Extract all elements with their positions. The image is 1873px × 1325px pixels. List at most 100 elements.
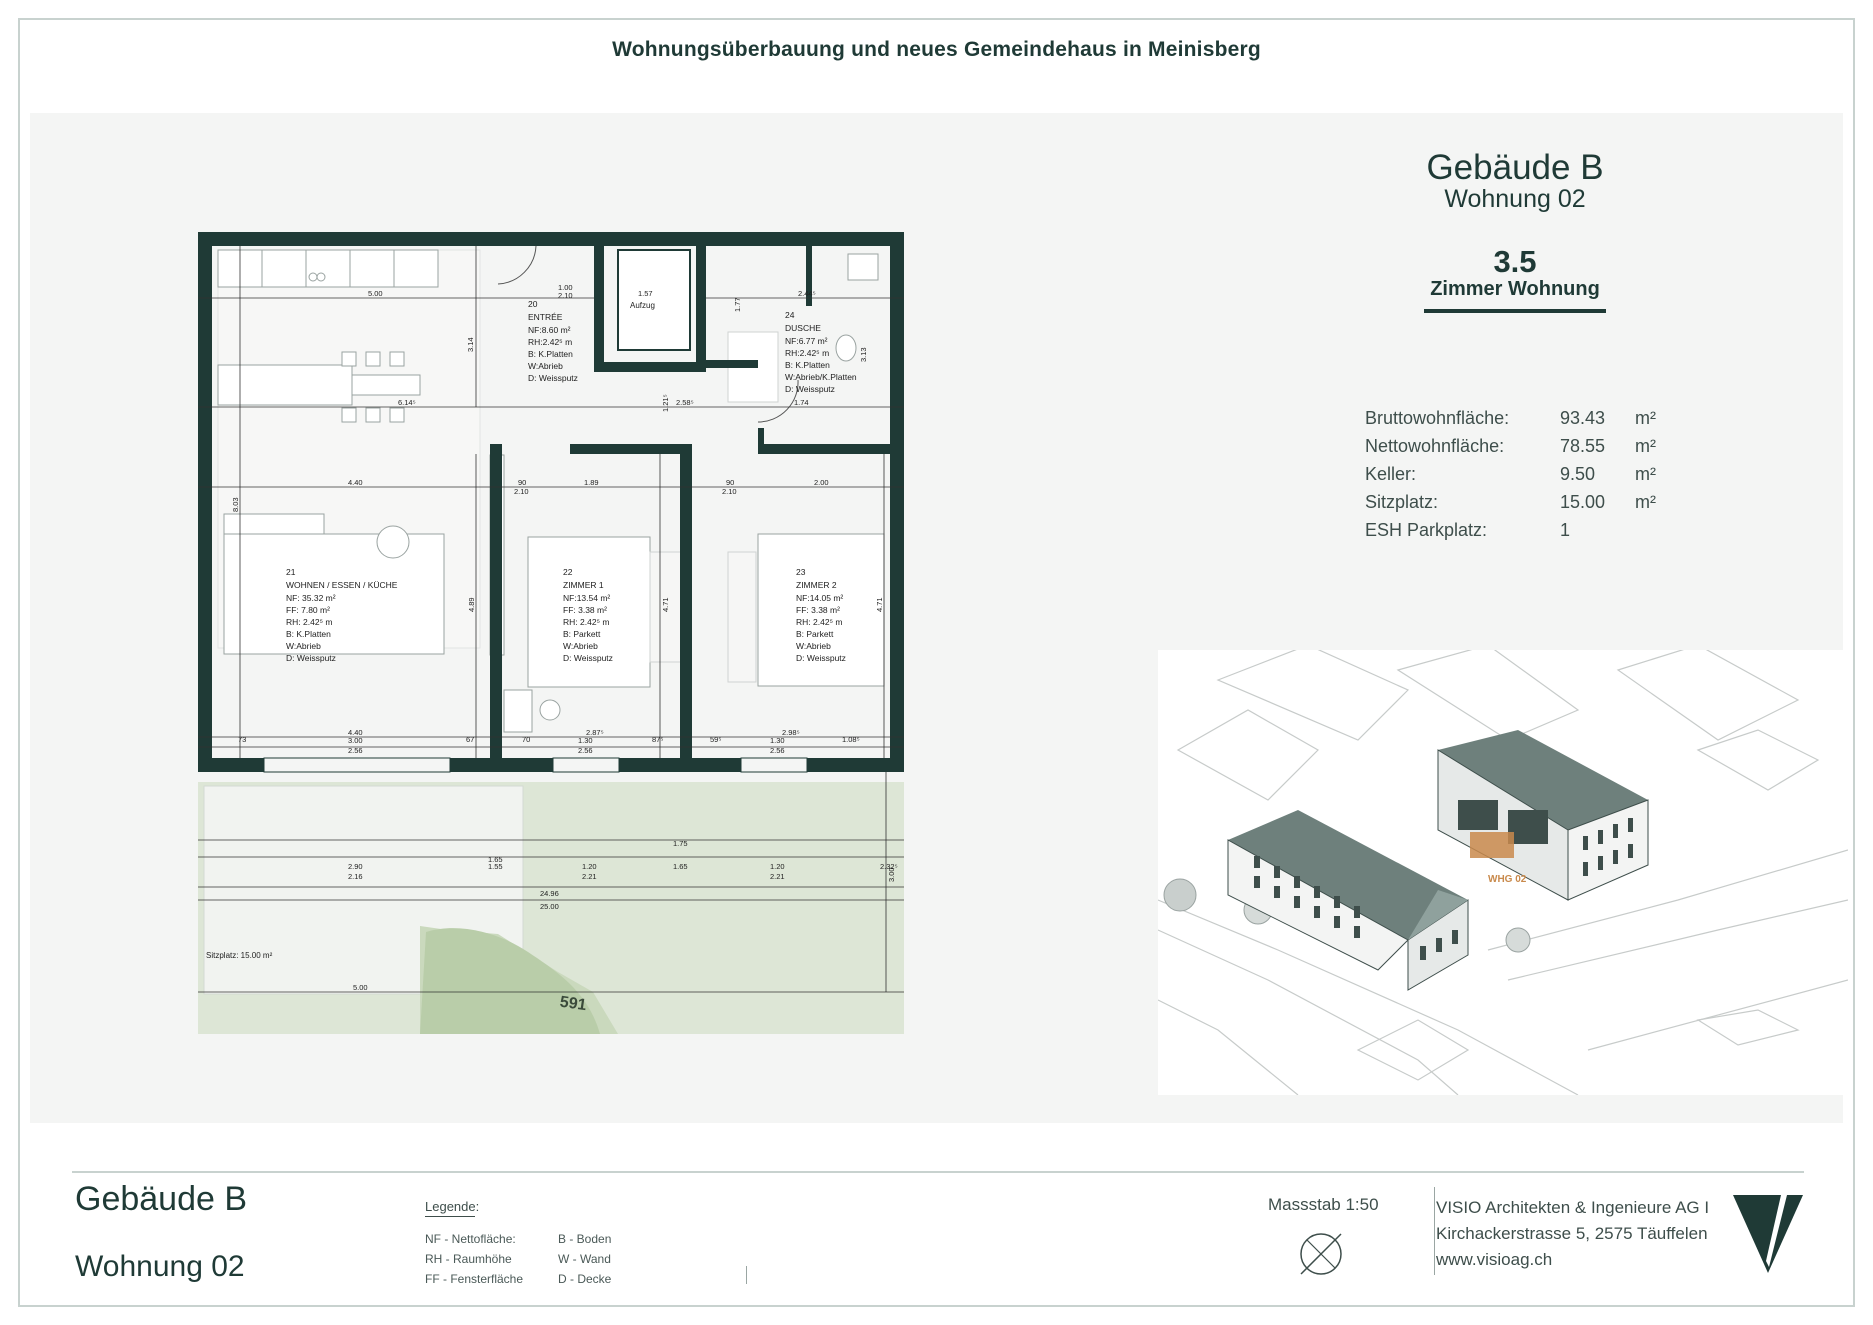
- dim: 3.00: [887, 867, 896, 882]
- dim: 1.30: [770, 736, 785, 745]
- dim: 87⁵: [652, 735, 663, 744]
- room-name: ZIMMER 1: [563, 580, 604, 590]
- dim: 73: [238, 735, 246, 744]
- sitzplatz-label: Sitzplatz: 15.00 m²: [206, 951, 273, 960]
- room-no: 20: [528, 299, 538, 309]
- dim: 1.57: [638, 289, 653, 298]
- dim: 1.77: [733, 297, 742, 312]
- dim: 67: [466, 735, 474, 744]
- dim: 2.21: [770, 872, 785, 881]
- footer-separator: [746, 1266, 747, 1284]
- dim: 1.89: [584, 478, 599, 487]
- bed-2: [757, 533, 885, 687]
- bed-1: [527, 536, 651, 688]
- company-website[interactable]: www.visioag.ch: [1436, 1250, 1553, 1269]
- info-apartment: Wohnung 02: [1444, 185, 1586, 213]
- svg-text:D: Weissputz: D: Weissputz: [563, 653, 613, 663]
- room-no: 23: [796, 567, 806, 577]
- svg-text:NF:14.05 m²: NF:14.05 m²: [796, 593, 843, 603]
- svg-text:W:Abrieb: W:Abrieb: [528, 361, 563, 371]
- room-name: ENTRÉE: [528, 312, 563, 322]
- dim: 2.00: [814, 478, 829, 487]
- dim: 2.32⁵: [880, 862, 898, 871]
- svg-text:RH: 2.42⁵ m: RH: 2.42⁵ m: [286, 617, 333, 627]
- svg-text:W:Abrieb: W:Abrieb: [286, 641, 321, 651]
- context-lines: [1158, 650, 1848, 1095]
- isometric-view: WHG 02: [1158, 650, 1848, 1095]
- dim: 90: [518, 478, 526, 487]
- rooms-number: 3.5: [1493, 244, 1537, 279]
- svg-text:FF: 3.38 m²: FF: 3.38 m²: [796, 605, 840, 615]
- legend-row: NF - Nettofläche:B - Boden: [425, 1232, 612, 1246]
- room-labels: 20 ENTRÉE NF:8.60 m² RH:2.42⁵ m B: K.Pla…: [206, 299, 857, 960]
- north-arrow-icon: [1295, 1228, 1347, 1285]
- dim: 59⁵: [710, 735, 721, 744]
- dim: 3.13: [859, 347, 868, 362]
- svg-text:NF: 35.32 m²: NF: 35.32 m²: [286, 593, 336, 603]
- floor-plan: 5.00 6.14⁵ 4.40 4.40 3.00 2.56 1.57 2.44…: [198, 232, 904, 1034]
- svg-text:RH: 2.42⁵ m: RH: 2.42⁵ m: [796, 617, 843, 627]
- room-name: WOHNEN / ESSEN / KÜCHE: [286, 580, 398, 590]
- svg-text:B: Parkett: B: Parkett: [796, 629, 834, 639]
- dim: 1.20: [770, 862, 785, 871]
- legend: NF - Nettofläche:B - Boden RH - Raumhöhe…: [425, 1232, 705, 1292]
- kitchen-counter: [217, 249, 439, 288]
- page-frame: [18, 18, 1855, 1307]
- svg-text:NF:13.54 m²: NF:13.54 m²: [563, 593, 610, 603]
- building-right: WHG 02: [1437, 730, 1649, 901]
- elevator-label: Aufzug: [630, 301, 655, 310]
- svg-text:RH:2.42⁵ m: RH:2.42⁵ m: [785, 348, 829, 358]
- dim: 1.30: [578, 736, 593, 745]
- dim: 4.40: [348, 478, 363, 487]
- svg-text:FF: 7.80 m²: FF: 7.80 m²: [286, 605, 330, 615]
- footer-building: Gebäude B: [75, 1180, 248, 1218]
- dim: 2.21: [582, 872, 597, 881]
- svg-text:W:Abrieb: W:Abrieb: [563, 641, 598, 651]
- dim: 2.58⁵: [676, 398, 694, 407]
- parcel-number: 591: [559, 994, 588, 1015]
- company-address: Kirchackerstrasse 5, 2575 Täuffelen: [1436, 1224, 1708, 1243]
- fact-row: ESH Parkplatz:1: [1365, 520, 1571, 540]
- dim: 2.56: [578, 746, 593, 755]
- dim: 90: [726, 478, 734, 487]
- dim: 2.87⁵: [586, 728, 604, 737]
- page-title: Wohnungsüberbauung und neues Gemeindehau…: [612, 38, 1261, 61]
- svg-text:D: Weissputz: D: Weissputz: [286, 653, 336, 663]
- dim: 1.65: [673, 862, 688, 871]
- apartment-label: WHG 02: [1488, 874, 1527, 885]
- dim: 1.08⁵: [842, 735, 860, 744]
- rooms-underline: [1424, 309, 1606, 313]
- svg-text:B: Parkett: B: Parkett: [563, 629, 601, 639]
- svg-text:W:Abrieb/K.Platten: W:Abrieb/K.Platten: [785, 372, 857, 382]
- svg-text:RH: 2.42⁵ m: RH: 2.42⁵ m: [563, 617, 610, 627]
- dimension-lines: [198, 246, 904, 993]
- svg-text:B: K.Platten: B: K.Platten: [528, 349, 573, 359]
- dim: 6.14⁵: [398, 398, 416, 407]
- dim: 2.44⁵: [798, 289, 816, 298]
- walls: [198, 232, 904, 772]
- dim: 3.00: [348, 736, 363, 745]
- room-no: 24: [785, 310, 795, 320]
- dim: 25.00: [540, 902, 559, 911]
- visio-v-logo-icon: [1731, 1193, 1805, 1280]
- footer-apartment: Wohnung 02: [75, 1250, 245, 1283]
- dim: 2.98⁵: [782, 728, 800, 737]
- dim: 5.00: [353, 983, 368, 992]
- dim: 1.55: [488, 862, 503, 871]
- company-name: VISIO Architekten & Ingenieure AG I: [1436, 1198, 1710, 1217]
- room-name: DUSCHE: [785, 323, 821, 333]
- dim: 1.74: [794, 398, 809, 407]
- room-name: ZIMMER 2: [796, 580, 837, 590]
- svg-text:D: Weissputz: D: Weissputz: [528, 373, 578, 383]
- dim: 4.40: [348, 728, 363, 737]
- dim: 70: [522, 735, 530, 744]
- dim: 8.03: [231, 497, 240, 512]
- dim: 2.16: [348, 872, 363, 881]
- dim: 1.65: [488, 855, 503, 864]
